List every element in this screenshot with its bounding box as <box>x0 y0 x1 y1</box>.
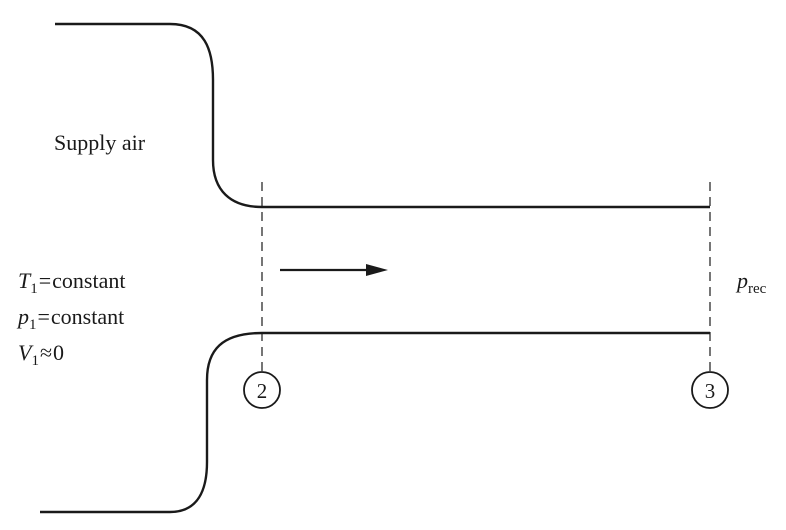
condition-v1-subscript: 1 <box>31 353 39 369</box>
flow-arrow <box>280 264 388 276</box>
condition-p1: p1=constant <box>18 304 125 333</box>
receiver-pressure-label: prec <box>737 268 766 297</box>
station-3-label: 3 <box>705 379 716 403</box>
supply-air-label: Supply air <box>54 130 146 155</box>
condition-p1-subscript: 1 <box>29 317 37 333</box>
condition-v1-value: 0 <box>53 340 65 365</box>
station-3-marker <box>691 371 729 409</box>
condition-t1-value: constant <box>52 268 126 293</box>
condition-t1-symbol: T <box>18 268 31 293</box>
upper-inlet-wall <box>55 22 710 209</box>
condition-p1-symbol: p <box>18 304 29 329</box>
lower-inlet-wall <box>40 331 710 514</box>
condition-p1-relation: = <box>37 304 50 329</box>
station-2-label: 2 <box>257 379 268 403</box>
station-2-marker <box>243 371 281 409</box>
condition-p1-value: constant <box>50 304 125 329</box>
condition-t1-relation: = <box>38 268 52 293</box>
condition-v1-relation: ≈ <box>39 340 53 365</box>
receiver-pressure-subscript: rec <box>748 281 767 297</box>
condition-v1: V1≈0 <box>18 340 65 369</box>
condition-t1: T1=constant <box>18 268 126 297</box>
condition-t1-subscript: 1 <box>30 281 38 297</box>
condition-v1-symbol: V <box>18 340 32 365</box>
receiver-pressure-symbol: p <box>737 268 748 293</box>
